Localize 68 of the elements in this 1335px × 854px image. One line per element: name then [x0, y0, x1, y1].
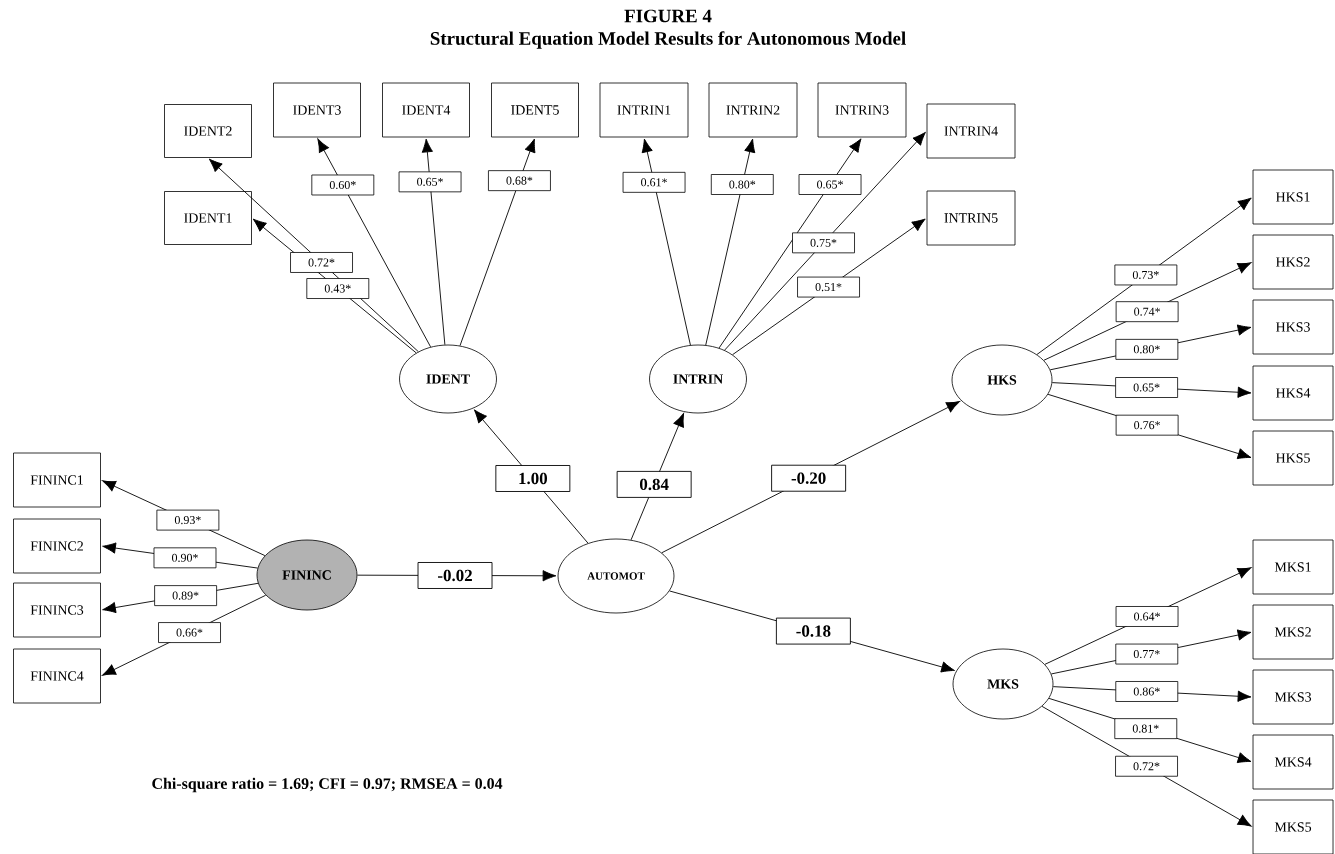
edge-label: 0.68*	[488, 170, 551, 192]
edge-label: 0.86*	[1115, 681, 1179, 702]
edge-label: 0.80*	[710, 174, 774, 195]
arrow	[459, 138, 536, 347]
indicator-box: HKS1	[1252, 169, 1334, 225]
indicator-box: IDENT1	[164, 191, 252, 245]
indicator-box: IDENT4	[382, 82, 470, 138]
indicator-box: MKS4	[1252, 734, 1334, 790]
edge-label: 0.93*	[156, 509, 220, 531]
edge-label: 0.76*	[1115, 414, 1179, 436]
indicator-box: FININC4	[13, 648, 101, 704]
edge-label: 0.43*	[306, 278, 370, 299]
edge-label: 0.65*	[398, 171, 462, 193]
indicator-box: IDENT2	[164, 104, 252, 158]
edge-label: 0.73*	[1114, 264, 1178, 286]
indicator-box: HKS2	[1252, 234, 1334, 290]
arrow	[317, 138, 432, 348]
arrow	[732, 218, 926, 356]
arrow	[705, 138, 756, 346]
indicator-box: FININC3	[13, 582, 101, 638]
edge-label: 0.66*	[158, 622, 221, 643]
indicator-box: FININC2	[13, 518, 101, 574]
indicator-box: INTRIN4	[926, 103, 1016, 159]
edge-label: -0.18	[775, 617, 851, 645]
edge-label: 0.72*	[1115, 755, 1178, 777]
indicator-box: IDENT3	[273, 82, 361, 138]
edge-label: 1.00	[495, 465, 571, 492]
edge-label: 0.81*	[1114, 718, 1178, 740]
indicator-box: HKS5	[1252, 430, 1334, 486]
indicator-box: MKS3	[1252, 669, 1334, 725]
arrow	[724, 131, 926, 351]
edge-label: -0.02	[417, 562, 493, 589]
indicator-box: HKS3	[1252, 299, 1334, 355]
arrow	[473, 409, 589, 544]
arrow	[718, 138, 862, 349]
indicator-box: INTRIN5	[926, 190, 1016, 246]
edge-label: 0.61*	[622, 171, 686, 193]
fit-statistics: Chi-square ratio = 1.69; CFI = 0.97; RMSEA = 0.04	[152, 777, 503, 793]
arrow	[1041, 705, 1252, 827]
edge-label: 0.75*	[792, 232, 855, 254]
edge-label: 0.77*	[1115, 643, 1179, 665]
edge-label: 0.74*	[1115, 301, 1179, 323]
indicator-box: INTRIN2	[708, 82, 798, 138]
edge-label: 0.84	[616, 470, 692, 498]
edge-label: 0.89*	[154, 585, 217, 606]
edge-label: 0.80*	[1115, 338, 1179, 360]
figure-title: FIGURE 4	[624, 9, 712, 23]
indicator-box: INTRIN1	[599, 82, 689, 138]
indicator-box: INTRIN3	[817, 82, 907, 138]
edge-label: 0.64*	[1115, 606, 1179, 627]
edge-label: 0.60*	[311, 174, 375, 196]
edge-label: 0.65*	[798, 174, 862, 195]
arrow	[421, 138, 446, 346]
figure-caption: Structural Equation Model Results for Autonomous Model	[430, 31, 906, 49]
edge-label: -0.20	[771, 464, 847, 492]
indicator-box: MKS5	[1252, 799, 1334, 854]
indicator-box: HKS4	[1252, 365, 1334, 421]
arrow	[1036, 197, 1252, 355]
edge-label: 0.90*	[153, 547, 217, 569]
edge-label: 0.65*	[1115, 377, 1178, 398]
edge-label: 0.72*	[290, 252, 353, 273]
indicator-box: MKS1	[1252, 539, 1334, 595]
indicator-box: IDENT5	[491, 82, 579, 138]
edge-label: 0.51*	[797, 276, 860, 298]
arrow	[641, 138, 691, 346]
arrow	[630, 413, 685, 541]
indicator-box: MKS2	[1252, 604, 1334, 660]
indicator-box: FININC1	[13, 452, 101, 508]
